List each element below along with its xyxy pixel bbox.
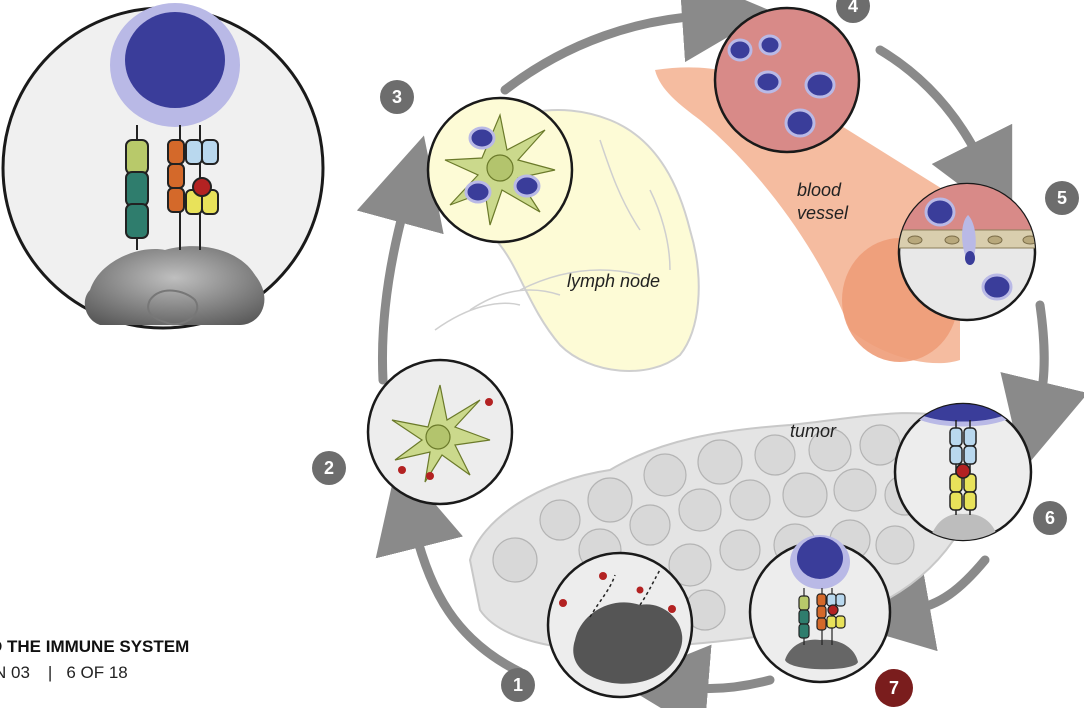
- arrow-4-to-5: [875, 45, 1013, 225]
- arrow-3-to-4: [500, 0, 772, 95]
- receptor-complex-large: [125, 125, 219, 250]
- dendritic-cell-step3: [444, 112, 556, 226]
- step-badge-6: 6: [1033, 501, 1067, 535]
- step-badge-7-label: 7: [889, 678, 899, 698]
- step-badge-1: 1: [501, 668, 535, 702]
- tumor-label: tumor: [790, 421, 837, 441]
- footer-page-indicator: 6 OF 18: [66, 663, 128, 682]
- cycle-arrows: [356, 0, 1084, 708]
- arrow-7-to-1: [618, 644, 775, 708]
- footer-separator: |: [47, 663, 53, 682]
- step-badge-3-label: 3: [392, 87, 402, 107]
- lymph-node-label: lymph node: [567, 271, 660, 291]
- step-badge-6-label: 6: [1045, 508, 1055, 528]
- arrow-6-to-7: [841, 555, 990, 652]
- step-badge-2-label: 2: [324, 458, 334, 478]
- step-1-circle: [546, 551, 694, 699]
- step-3-circle: [426, 96, 574, 244]
- footer-section: N 03: [0, 663, 30, 682]
- arrow-2-to-3: [356, 135, 444, 385]
- step-badge-4: 4: [836, 0, 870, 23]
- blood-vessel-label-line2: vessel: [797, 203, 849, 223]
- step-badge-4-label: 4: [848, 0, 858, 16]
- step-2-circle: [366, 358, 514, 506]
- step-4-circle: [713, 6, 861, 154]
- arrow-5-to-6: [1000, 300, 1084, 471]
- footer-title: D THE IMMUNE SYSTEM: [0, 637, 190, 656]
- t-cell-nucleus-large: [125, 12, 225, 108]
- synapse-zoom-circle: [1, 3, 325, 330]
- step-badge-5-label: 5: [1057, 188, 1067, 208]
- step-badge-5: 5: [1045, 181, 1079, 215]
- footer-pagination: N 03 | 6 OF 18: [0, 663, 128, 683]
- step-badge-1-label: 1: [513, 675, 523, 695]
- step-badge-3: 3: [380, 80, 414, 114]
- step-badge-7: 7: [875, 669, 913, 707]
- blood-vessel-label-line1: blood: [797, 180, 842, 200]
- tumor-cell-large: [84, 246, 265, 325]
- step-badge-2: 2: [312, 451, 346, 485]
- step-7-circle: [748, 535, 892, 684]
- arrow-1-to-2: [375, 460, 525, 677]
- step-6-circle: [893, 402, 1033, 542]
- dendritic-cell-step2: [391, 384, 491, 483]
